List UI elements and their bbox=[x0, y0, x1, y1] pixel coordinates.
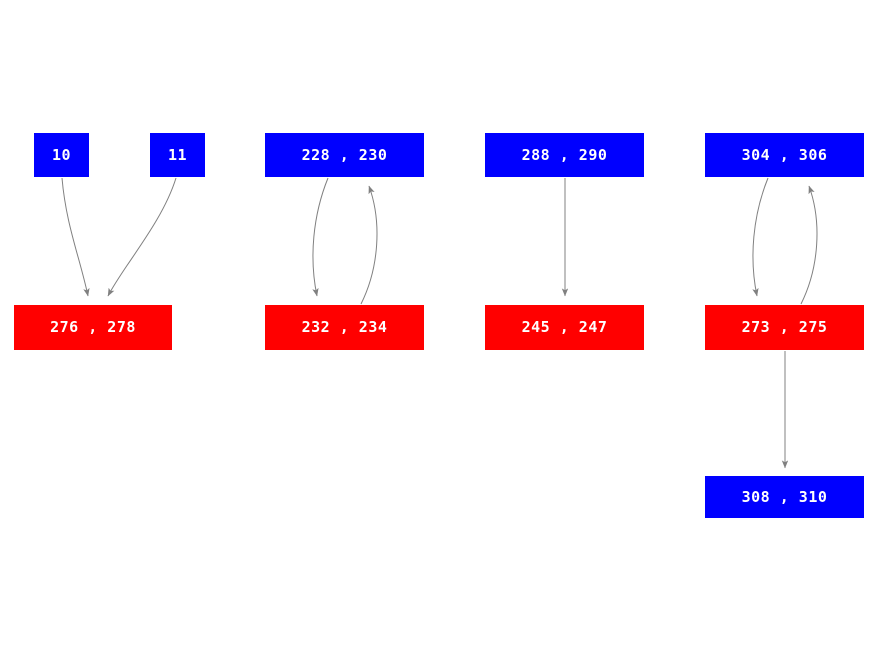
node-308-310[interactable]: 308 , 310 bbox=[705, 476, 864, 518]
node-label: 232 , 234 bbox=[301, 318, 388, 336]
edge-273-to-304 bbox=[800, 185, 818, 305]
node-228-230[interactable]: 228 , 230 bbox=[265, 133, 424, 177]
edge-304-to-273 bbox=[752, 177, 769, 297]
node-11[interactable]: 11 bbox=[150, 133, 205, 177]
node-label: 11 bbox=[167, 145, 188, 164]
node-label: 288 , 290 bbox=[521, 145, 608, 164]
node-label: 304 , 306 bbox=[741, 145, 828, 164]
node-232-234[interactable]: 232 , 234 bbox=[265, 305, 424, 350]
node-label: 10 bbox=[51, 145, 72, 164]
node-304-306[interactable]: 304 , 306 bbox=[705, 133, 864, 177]
node-label: 245 , 247 bbox=[521, 318, 608, 336]
node-label: 228 , 230 bbox=[301, 145, 388, 164]
edge-11-to-276 bbox=[107, 177, 177, 297]
node-276-278[interactable]: 276 , 278 bbox=[14, 305, 172, 350]
node-label: 308 , 310 bbox=[741, 487, 828, 506]
node-label: 276 , 278 bbox=[50, 318, 136, 336]
edge-10-to-276 bbox=[61, 177, 90, 297]
edge-228-to-232 bbox=[312, 177, 329, 297]
node-273-275[interactable]: 273 , 275 bbox=[705, 305, 864, 350]
edge-232-to-228 bbox=[360, 185, 378, 305]
node-10[interactable]: 10 bbox=[34, 133, 89, 177]
node-label: 273 , 275 bbox=[741, 318, 828, 336]
node-288-290[interactable]: 288 , 290 bbox=[485, 133, 644, 177]
node-245-247[interactable]: 245 , 247 bbox=[485, 305, 644, 350]
